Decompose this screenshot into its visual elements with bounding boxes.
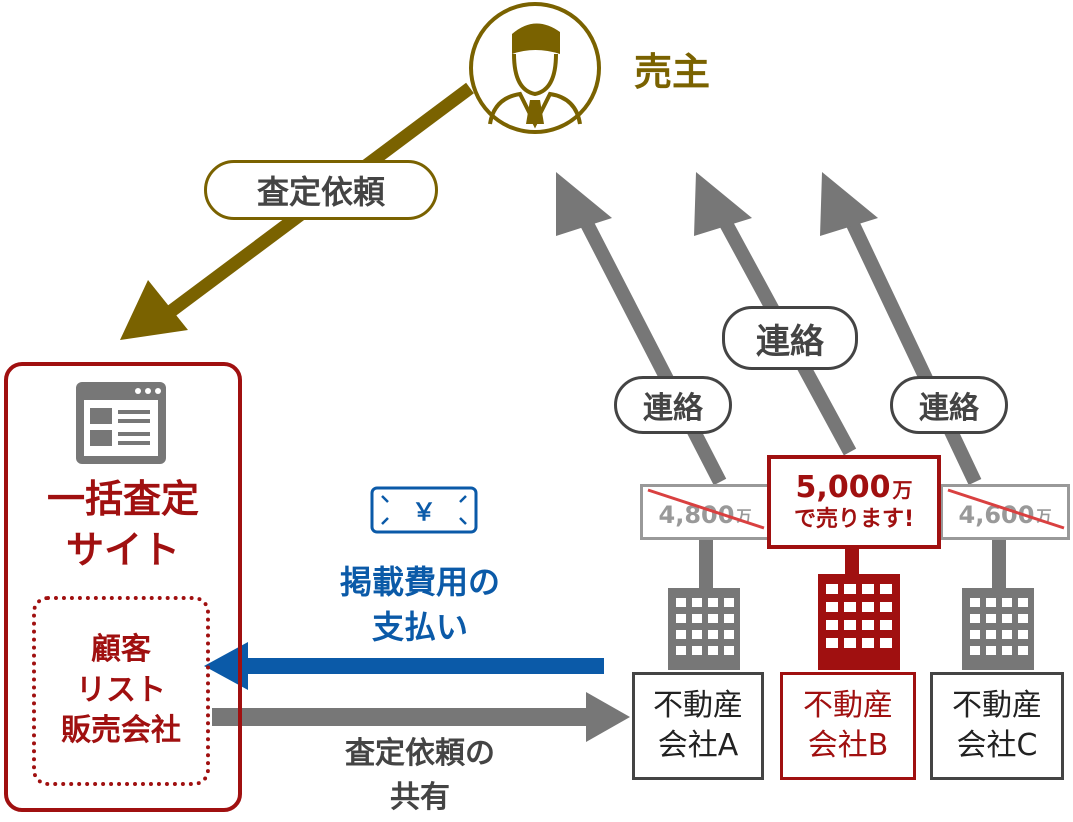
company-c-line2: 会社C xyxy=(956,728,1038,763)
price-b-note: で売ります! xyxy=(793,506,915,532)
request-label: 査定依頼 xyxy=(204,160,438,220)
webpage-icon xyxy=(76,382,166,464)
building-b-icon xyxy=(818,574,900,670)
list-line2: リスト xyxy=(76,672,166,708)
pole-a xyxy=(699,540,713,590)
contact-label-c: 連絡 xyxy=(890,376,1008,434)
list-line1: 顧客 xyxy=(91,632,151,668)
customer-list-seller-box: 顧客 リスト 販売会社 xyxy=(32,596,210,786)
building-a-icon xyxy=(668,588,740,670)
contact-arrow-c xyxy=(820,172,982,485)
payment-line2: 支払い xyxy=(371,607,468,646)
payment-arrow xyxy=(204,642,604,690)
company-a-line2: 会社A xyxy=(657,728,739,763)
share-label: 査定依頼の 共有 xyxy=(310,732,530,819)
payment-label: 掲載費用の 支払い xyxy=(300,560,540,650)
contact-label-a: 連絡 xyxy=(614,376,732,434)
payment-line1: 掲載費用の xyxy=(339,563,500,601)
contact-label-b: 連絡 xyxy=(722,306,858,370)
price-b-value: 5,000 xyxy=(795,469,891,505)
assessment-site-box xyxy=(4,362,242,812)
businessman-icon xyxy=(469,2,601,134)
pole-c xyxy=(992,540,1006,590)
building-c-icon xyxy=(962,588,1034,670)
share-line1: 査定依頼の xyxy=(345,736,495,771)
site-title-line2: サイト xyxy=(65,528,180,573)
seller-label: 売主 xyxy=(633,49,710,94)
company-b-line1: 不動産 xyxy=(803,687,893,723)
company-b-line2: 会社B xyxy=(807,728,889,763)
price-b-unit: 万 xyxy=(892,477,913,502)
contact-arrow-a xyxy=(556,172,727,486)
company-a-box: 不動産 会社A xyxy=(632,672,764,780)
share-arrow xyxy=(212,692,630,742)
company-a-line1: 不動産 xyxy=(653,687,743,723)
yen-symbol: ￥ xyxy=(412,498,436,526)
company-b-box: 不動産 会社B xyxy=(780,672,916,780)
company-c-box: 不動産 会社C xyxy=(930,672,1064,780)
site-title: 一括査定 サイト xyxy=(4,474,242,577)
site-title-line1: 一括査定 xyxy=(46,477,199,521)
pole-b xyxy=(845,548,859,576)
yen-bill-icon: ￥ xyxy=(370,486,478,534)
list-line3: 販売会社 xyxy=(61,713,181,749)
share-line2: 共有 xyxy=(390,779,450,815)
strike-c xyxy=(947,488,1065,530)
strike-a xyxy=(647,488,765,530)
company-c-line1: 不動産 xyxy=(952,687,1042,723)
